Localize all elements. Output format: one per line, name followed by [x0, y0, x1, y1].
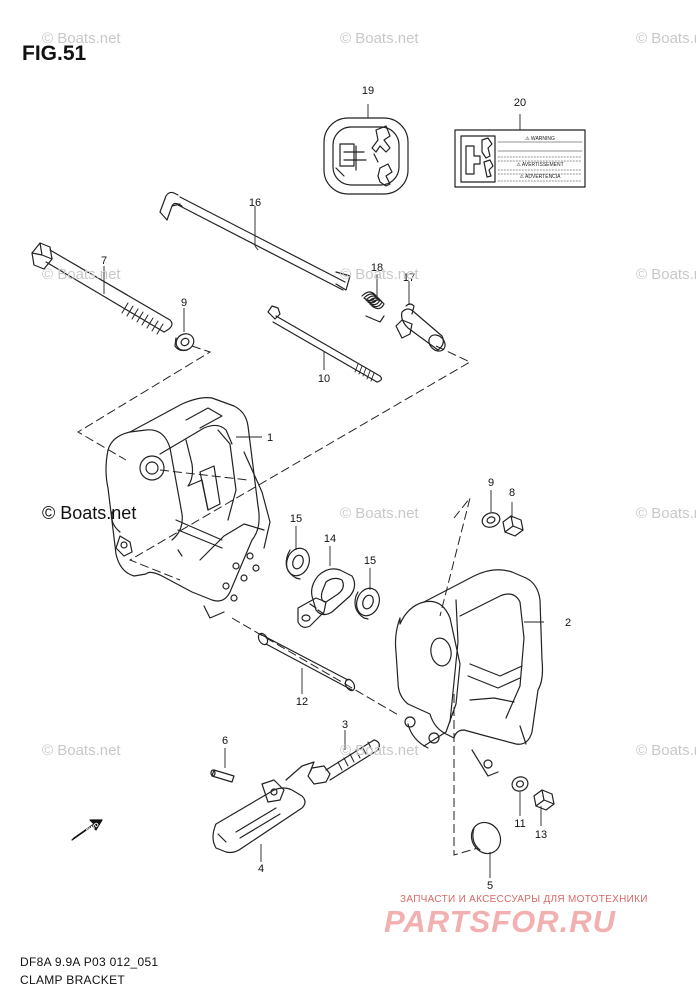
- bushing-15-right: [354, 587, 380, 620]
- part-label-20: 20: [514, 97, 526, 109]
- lever-4: [212, 761, 315, 854]
- fwd-arrow-icon: [71, 819, 103, 841]
- part-label-3: 3: [342, 719, 348, 731]
- thrust-rod-plate-14: [297, 568, 356, 628]
- washer-9-upper: [174, 333, 195, 352]
- part-label-9-upper: 9: [181, 297, 187, 309]
- shop-tagline: ЗАПЧАСТИ И АКСЕССУАРЫ ДЛЯ МОТОТЕХНИКИ: [400, 894, 648, 905]
- part-label-5: 5: [487, 880, 493, 892]
- label-advertencia-text: ⚠ ADVERTENCIA: [519, 174, 561, 180]
- leader-lines: [103, 104, 544, 878]
- part-label-6: 6: [222, 735, 228, 747]
- watermark: © Boats.net: [340, 505, 419, 522]
- part-label-2: 2: [565, 617, 571, 629]
- watermark: © Boats.net: [42, 30, 121, 47]
- tube-12: [257, 632, 356, 692]
- part-label-13: 13: [535, 829, 547, 841]
- watermark: © Boats.net: [636, 742, 696, 759]
- part-label-7: 7: [101, 255, 107, 267]
- part-label-17: 17: [403, 272, 415, 284]
- watermark: © Boats.net: [636, 505, 696, 522]
- diagram-code: DF8A 9.9A P03 012_051: [20, 955, 159, 969]
- watermark: © Boats.net: [340, 742, 419, 759]
- washer-11: [511, 776, 529, 792]
- shop-logo: PARTSFOR.RU: [384, 904, 617, 939]
- part-label-4: 4: [258, 863, 264, 875]
- watermark: © Boats.net: [636, 266, 696, 283]
- part-label-15-left: 15: [290, 513, 302, 525]
- part-label-15-right: 15: [364, 555, 376, 567]
- rod-10: [267, 305, 383, 383]
- knob-17: [395, 303, 446, 352]
- part-number-labels: 19 20 16 7 18 17 9 10 1 9 8 15 14 15 2 1…: [101, 85, 571, 892]
- cap-5: [470, 821, 502, 855]
- part-label-16: 16: [249, 197, 261, 209]
- label-20-texts: ⚠ WARNING ⚠ AVERTISSEMENT ⚠ ADVERTENCIA: [516, 136, 563, 180]
- label-avertissement-text: ⚠ AVERTISSEMENT: [516, 162, 563, 168]
- watermark: © Boats.net: [340, 266, 419, 283]
- part-label-14: 14: [324, 533, 336, 545]
- watermark: © Boats.net: [340, 30, 419, 47]
- part-label-1: 1: [267, 432, 273, 444]
- part-label-10: 10: [318, 373, 330, 385]
- clamp-bracket-1: [105, 397, 271, 619]
- spring-18: [361, 291, 385, 323]
- part-label-18: 18: [371, 262, 383, 274]
- nut-8: [502, 515, 524, 537]
- washer-9-right: [481, 512, 501, 528]
- watermark: © Boats.net: [42, 266, 121, 283]
- nut-13: [533, 789, 555, 811]
- bushing-15-left: [285, 547, 310, 580]
- part-label-8: 8: [509, 487, 515, 499]
- label-warning-text: ⚠ WARNING: [525, 136, 555, 142]
- screw-3: [307, 739, 380, 785]
- part-label-11: 11: [514, 818, 525, 830]
- part-label-9-right: 9: [488, 477, 494, 489]
- figure-title: FIG.51: [22, 42, 87, 65]
- decal-19: [323, 117, 409, 195]
- watermark: © Boats.net: [42, 742, 121, 759]
- assembly-lines: [77, 345, 479, 856]
- watermark-dark: © Boats.net: [42, 503, 137, 523]
- pin-6: [210, 769, 235, 783]
- part-label-19: 19: [362, 85, 374, 97]
- part-label-12: 12: [296, 696, 308, 708]
- tilt-lever-rod-16: [159, 191, 351, 291]
- watermark: © Boats.net: [636, 30, 696, 47]
- diagram-caption: CLAMP BRACKET: [20, 973, 126, 987]
- clamp-bracket-2: [394, 569, 544, 777]
- bolt-7: [31, 242, 173, 335]
